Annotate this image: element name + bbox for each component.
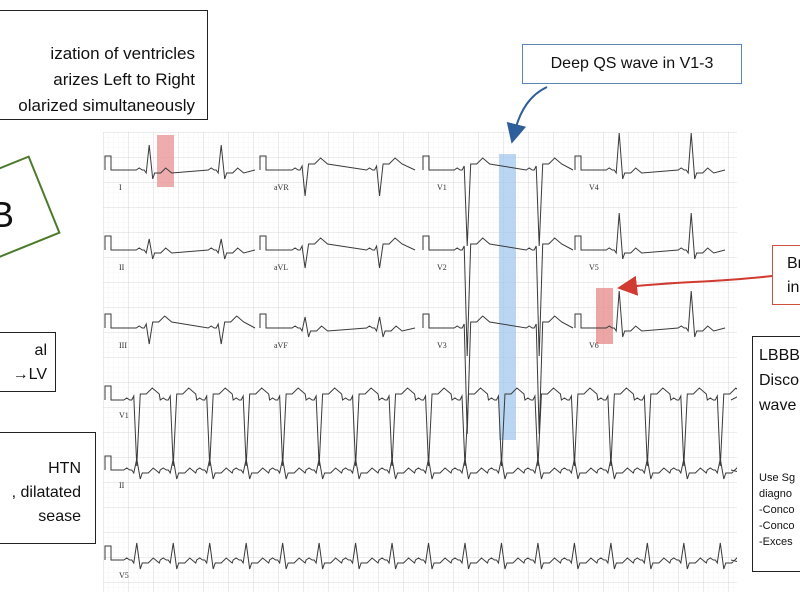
callout-small-line: -Conco (759, 504, 795, 516)
callout-line: →LV (12, 366, 47, 383)
callout-line: , dilatated (11, 484, 81, 501)
callout-small-line: Use Sg (759, 472, 796, 484)
deep-qs-callout: Deep QS wave in V1-3 (522, 44, 742, 84)
callout-line: wave (759, 397, 797, 414)
callout-line: HTN (48, 460, 81, 477)
callout-small-line: -Exces (759, 536, 793, 548)
ecg-trace-aVF (259, 313, 416, 338)
ecg-trace-aVR (259, 155, 416, 197)
ecg-trace-V5 (574, 212, 726, 260)
badge-letter: B (0, 194, 15, 235)
lead-label-V4: V4 (589, 183, 599, 192)
lead-label-aVR: aVR (274, 183, 289, 192)
ecg-trace-V3 (422, 313, 574, 435)
lead-label-rhythm-V1: V1 (119, 411, 129, 420)
broad-r-highlight-lead-i (157, 135, 174, 187)
callout-line: ization of ventricles (50, 44, 195, 63)
lead-label-rhythm-V5: V5 (119, 571, 129, 580)
lead-label-aVL: aVL (274, 263, 288, 272)
deep-qs-text: Deep QS wave in V1-3 (550, 55, 714, 72)
lead-label-V5: V5 (589, 263, 599, 272)
lead-label-I: I (119, 183, 122, 192)
lead-label-II: II (119, 263, 125, 272)
callout-line: in (787, 279, 800, 296)
ecg-trace-II (104, 235, 256, 260)
lead-label-V1: V1 (437, 183, 447, 192)
callout-line: Br (787, 255, 800, 272)
callout-line: sease (38, 508, 81, 525)
ecg-traces (104, 132, 737, 570)
ecg-trace-V6 (574, 290, 726, 338)
callout-small-line: diagno (759, 488, 793, 500)
ecg-trace-V2 (422, 235, 574, 357)
depolarization-callout: ization of ventricles arizes Left to Rig… (0, 10, 208, 120)
blue-arrow (506, 86, 548, 144)
lead-label-V6: V6 (589, 341, 599, 350)
lbbb-callout: LBBB Disco wave Use Sg diagno -Conco -Co… (752, 336, 800, 572)
lead-label-V2: V2 (437, 263, 447, 272)
ecg-trace-rhythm-V5 (104, 542, 737, 570)
lead-label-aVF: aVF (274, 341, 288, 350)
lead-label-III: III (119, 341, 127, 350)
broad-r-highlight-v6 (596, 288, 613, 344)
lead-label-rhythm-II: II (119, 481, 125, 490)
broad-callout: Br in (772, 245, 800, 305)
ecg-trace-V4 (574, 132, 726, 180)
callout-line: arizes Left to Right (53, 70, 195, 89)
callout-line: al (34, 342, 47, 359)
ecg-trace-rhythm-V1 (104, 385, 737, 467)
ecg-grid (103, 132, 737, 592)
ecg-trace-aVL (259, 235, 416, 269)
lead-label-V3: V3 (437, 341, 447, 350)
qs-wave-highlight (499, 154, 516, 440)
ecg-trace-III (104, 313, 256, 345)
callout-line: LBBB (759, 347, 800, 364)
callout-small-line: -Conco (759, 520, 795, 532)
callout-line: Disco (759, 372, 800, 389)
ecg-trace-V1 (422, 155, 574, 247)
conduction-callout: al →LV (0, 332, 56, 392)
causes-callout: HTN , dilatated sease (0, 432, 96, 544)
ecg-trace-rhythm-II (104, 455, 737, 480)
callout-line: olarized simultaneously (18, 96, 195, 115)
ecg-trace-I (104, 144, 256, 180)
